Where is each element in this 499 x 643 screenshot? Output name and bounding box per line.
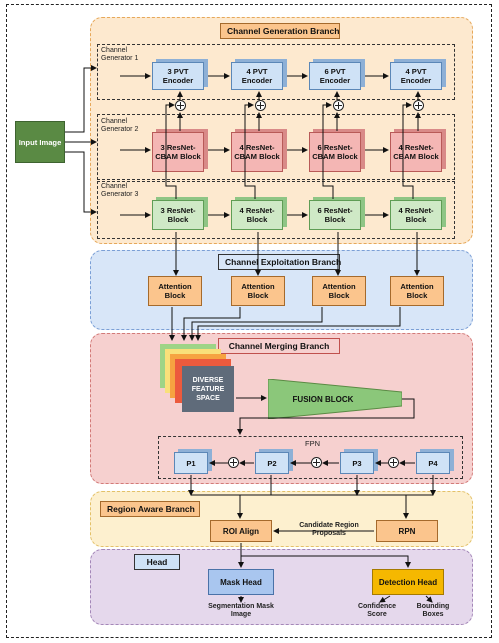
pvt-encoder-4: 4 PVT Encoder: [390, 62, 442, 90]
rpn-block: RPN: [376, 520, 438, 542]
resnet-block-3: 6 ResNet-Block: [309, 200, 361, 230]
head-title: Head: [134, 554, 180, 570]
diverse-feature-space: DIVERSE FEATURE SPACE: [182, 366, 234, 412]
attention-block-1: Attention Block: [148, 276, 202, 306]
sum-node-g4: [413, 100, 424, 111]
cbam-block-1: 3 ResNet-CBAM Block: [152, 132, 204, 172]
attention-block-2: Attention Block: [231, 276, 285, 306]
channel-exploitation-title: Channel Exploitation Branch: [218, 254, 341, 270]
bounding-output-label: Bounding Boxes: [416, 603, 450, 618]
outer-frame: [6, 4, 492, 638]
generator-2-label: Channel Generator 2: [101, 118, 139, 133]
detection-head-block: Detection Head: [372, 569, 444, 595]
fpn-label: FPN: [305, 439, 320, 448]
sum-node-g2: [255, 100, 266, 111]
fusion-block-label: FUSION BLOCK: [292, 394, 354, 404]
cbam-block-3: 6 ResNet-CBAM Block: [309, 132, 361, 172]
roi-align-block: ROI Align: [210, 520, 272, 542]
sum-node-fpn1: [228, 457, 239, 468]
cbam-block-4: 4 ResNet-CBAM Block: [390, 132, 442, 172]
sum-node-g3: [333, 100, 344, 111]
pyramid-p3: P3: [340, 452, 374, 474]
sum-node-fpn2: [311, 457, 322, 468]
generator-3-label: Channel Generator 3: [101, 183, 139, 198]
channel-generation-title: Channel Generation Branch: [220, 23, 340, 39]
pvt-encoder-3: 6 PVT Encoder: [309, 62, 361, 90]
generator-1-box: [97, 44, 455, 100]
generator-1-label: Channel Generator 1: [101, 47, 139, 62]
input-image-block: Input Image: [15, 121, 65, 163]
region-aware-region: [90, 491, 473, 547]
cbam-block-2: 4 ResNet-CBAM Block: [231, 132, 283, 172]
pyramid-p2: P2: [255, 452, 289, 474]
region-aware-title: Region Aware Branch: [100, 501, 200, 517]
segmentation-output-label: Segmentation Mask Image: [208, 603, 274, 618]
sum-node-g1: [175, 100, 186, 111]
generator-2-box: [97, 114, 455, 180]
resnet-block-2: 4 ResNet-Block: [231, 200, 283, 230]
attention-block-3: Attention Block: [312, 276, 366, 306]
input-image-label: Input Image: [18, 137, 62, 147]
fusion-block-shape: [268, 379, 402, 419]
channel-merging-title: Channel Merging Branch: [218, 338, 340, 354]
attention-block-4: Attention Block: [390, 276, 444, 306]
candidate-proposals-label: Candidate Region Proposals: [299, 522, 359, 537]
generator-3-box: [97, 181, 455, 239]
pvt-encoder-2: 4 PVT Encoder: [231, 62, 283, 90]
confidence-output-label: Confidence Score: [357, 603, 397, 618]
resnet-block-1: 3 ResNet-Block: [152, 200, 204, 230]
pyramid-p1: P1: [174, 452, 208, 474]
pyramid-p4: P4: [416, 452, 450, 474]
pvt-encoder-1: 3 PVT Encoder: [152, 62, 204, 90]
resnet-block-4: 4 ResNet-Block: [390, 200, 442, 230]
fpn-box: [158, 436, 463, 479]
sum-node-fpn3: [388, 457, 399, 468]
mask-head-block: Mask Head: [208, 569, 274, 595]
